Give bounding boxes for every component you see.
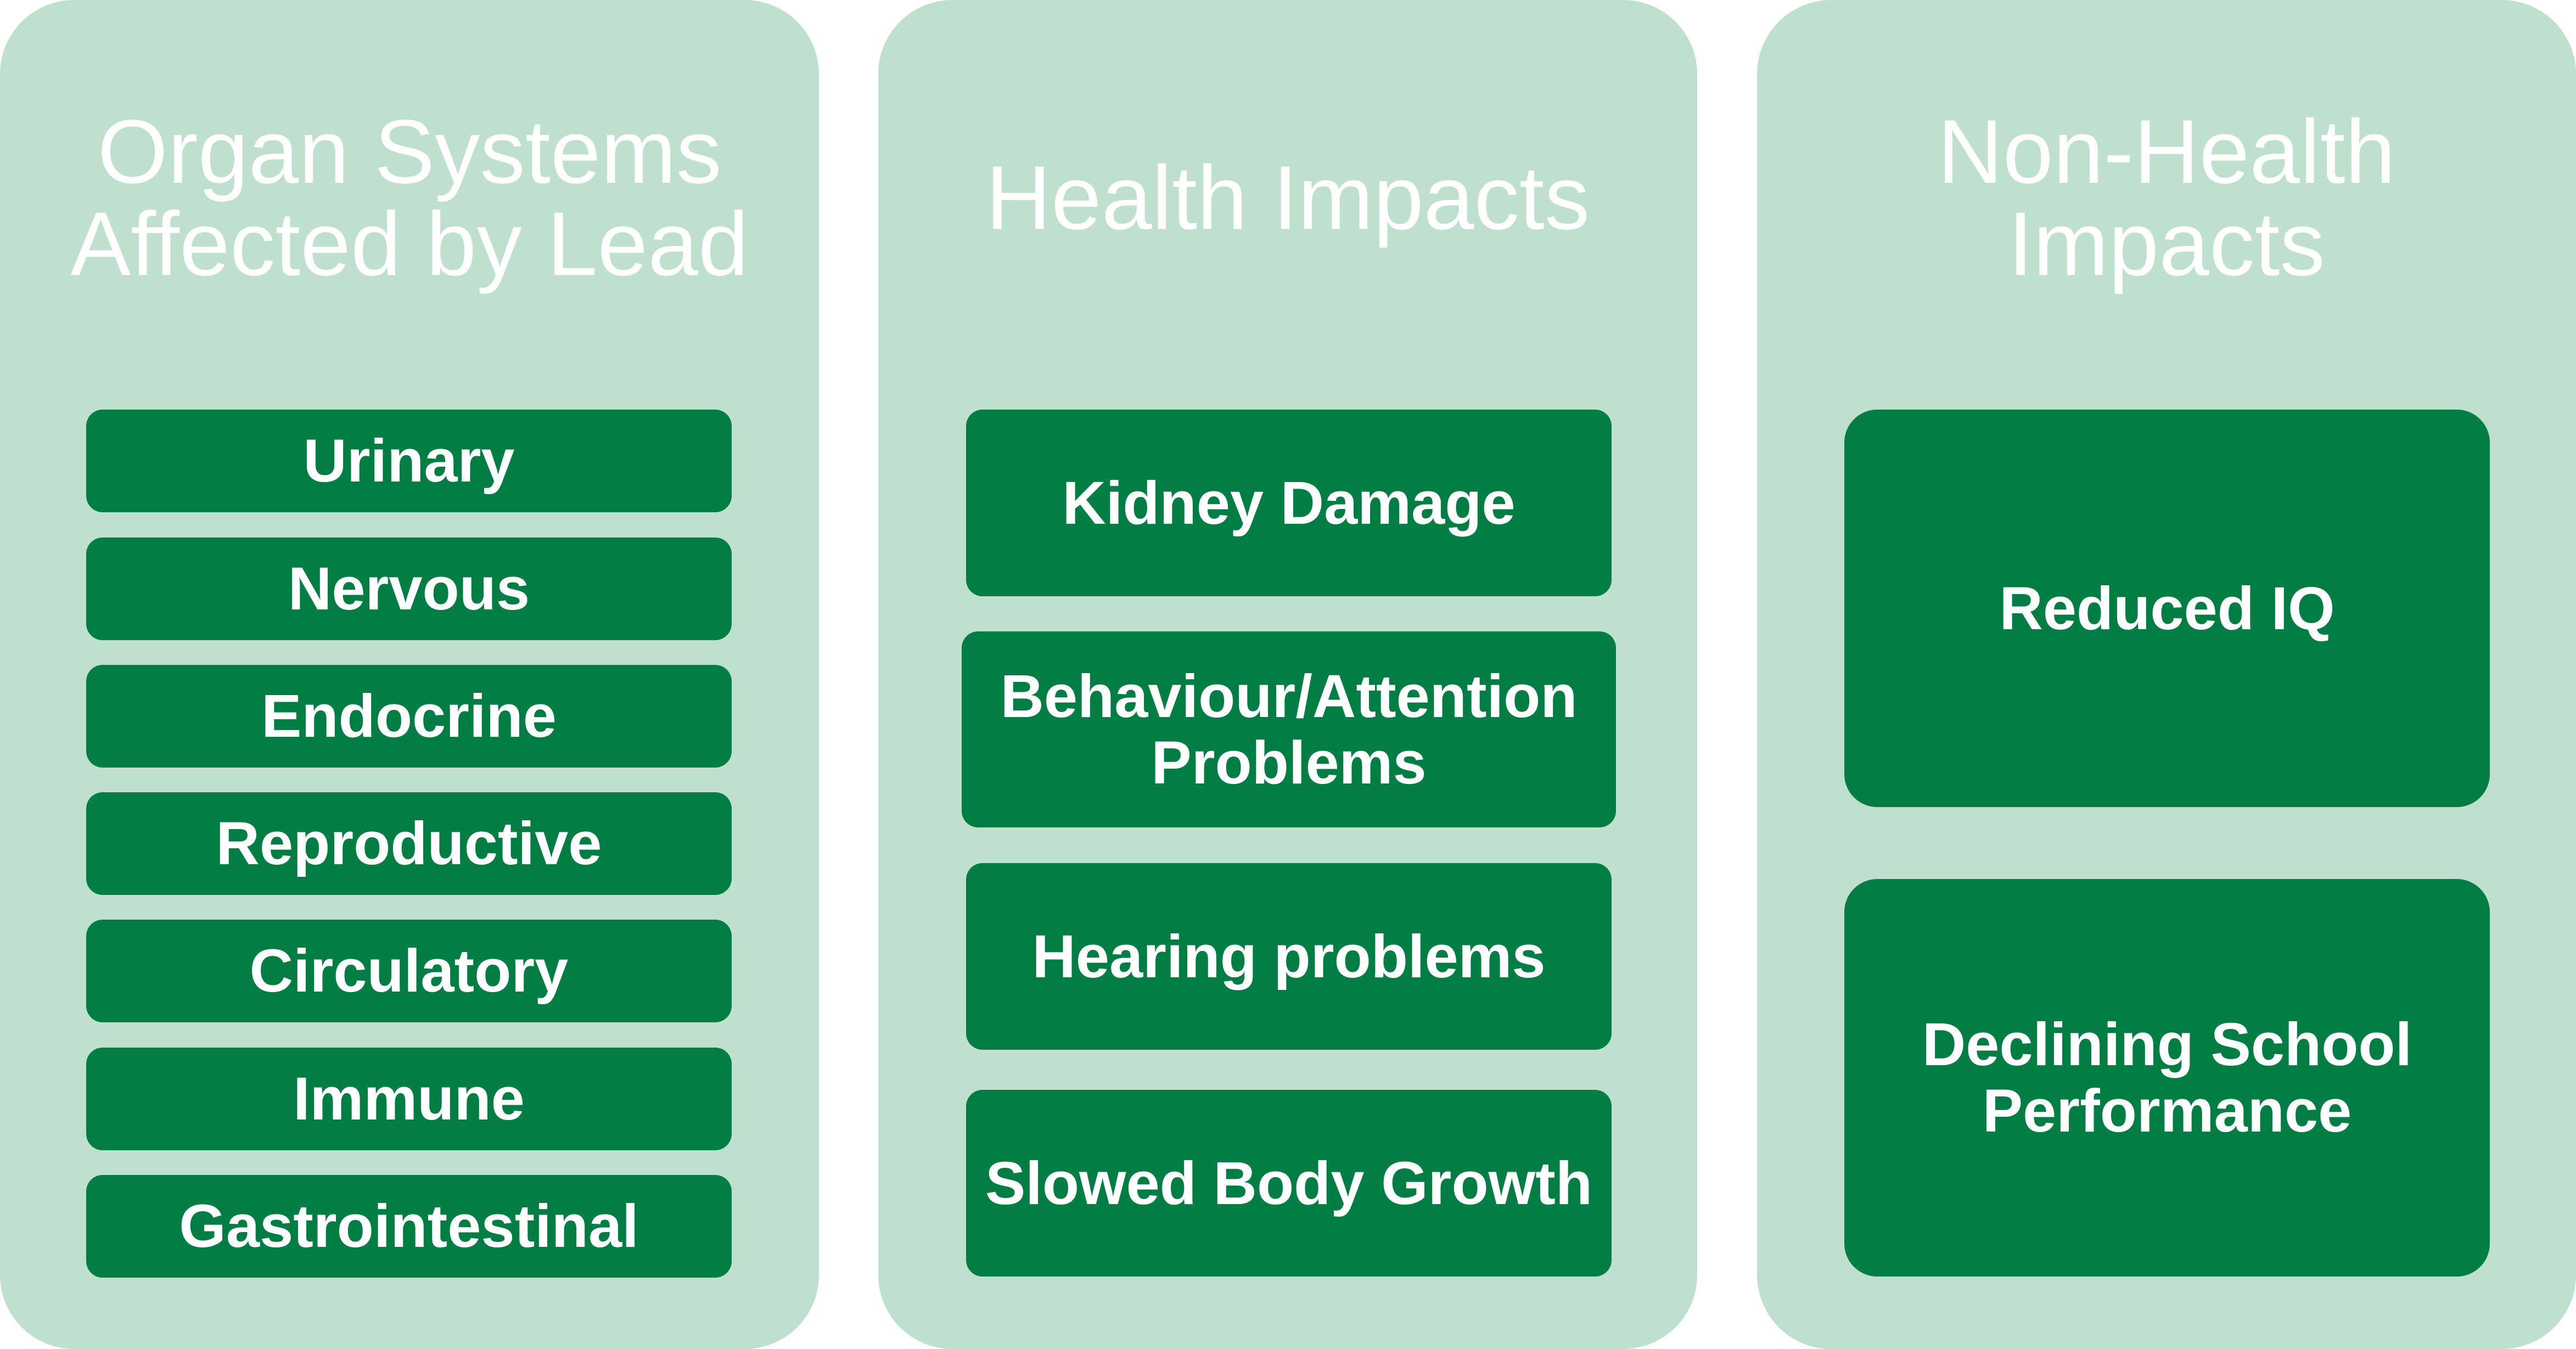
organ-systems-title: Organ Systems Affected by Lead [70, 100, 749, 294]
health-impacts-panel: Health Impacts Kidney Damage Behaviour/A… [878, 0, 1697, 1349]
organ-box-gastrointestinal: Gastrointestinal [86, 1175, 732, 1278]
health-box-behaviour-attention: Behaviour/Attention Problems [962, 631, 1616, 827]
organ-systems-panel: Organ Systems Affected by Lead Urinary N… [0, 0, 819, 1349]
health-box-slowed-growth: Slowed Body Growth [966, 1090, 1612, 1277]
health-box-hearing-problems: Hearing problems [966, 863, 1612, 1050]
non-health-impacts-title: Non-Health Impacts [1937, 100, 2396, 294]
organ-box-urinary: Urinary [86, 410, 732, 512]
health-impacts-title: Health Impacts [985, 147, 1590, 248]
non-health-box-reduced-iq: Reduced IQ [1844, 410, 2490, 807]
organ-box-nervous: Nervous [86, 538, 732, 640]
health-box-kidney-damage: Kidney Damage [966, 410, 1612, 596]
non-health-impacts-panel: Non-Health Impacts Reduced IQ Declining … [1757, 0, 2576, 1349]
non-health-box-school-performance: Declining School Performance [1844, 879, 2490, 1277]
organ-box-immune: Immune [86, 1048, 732, 1150]
organ-box-circulatory: Circulatory [86, 920, 732, 1022]
organ-box-endocrine: Endocrine [86, 665, 732, 768]
organ-box-reproductive: Reproductive [86, 792, 732, 895]
